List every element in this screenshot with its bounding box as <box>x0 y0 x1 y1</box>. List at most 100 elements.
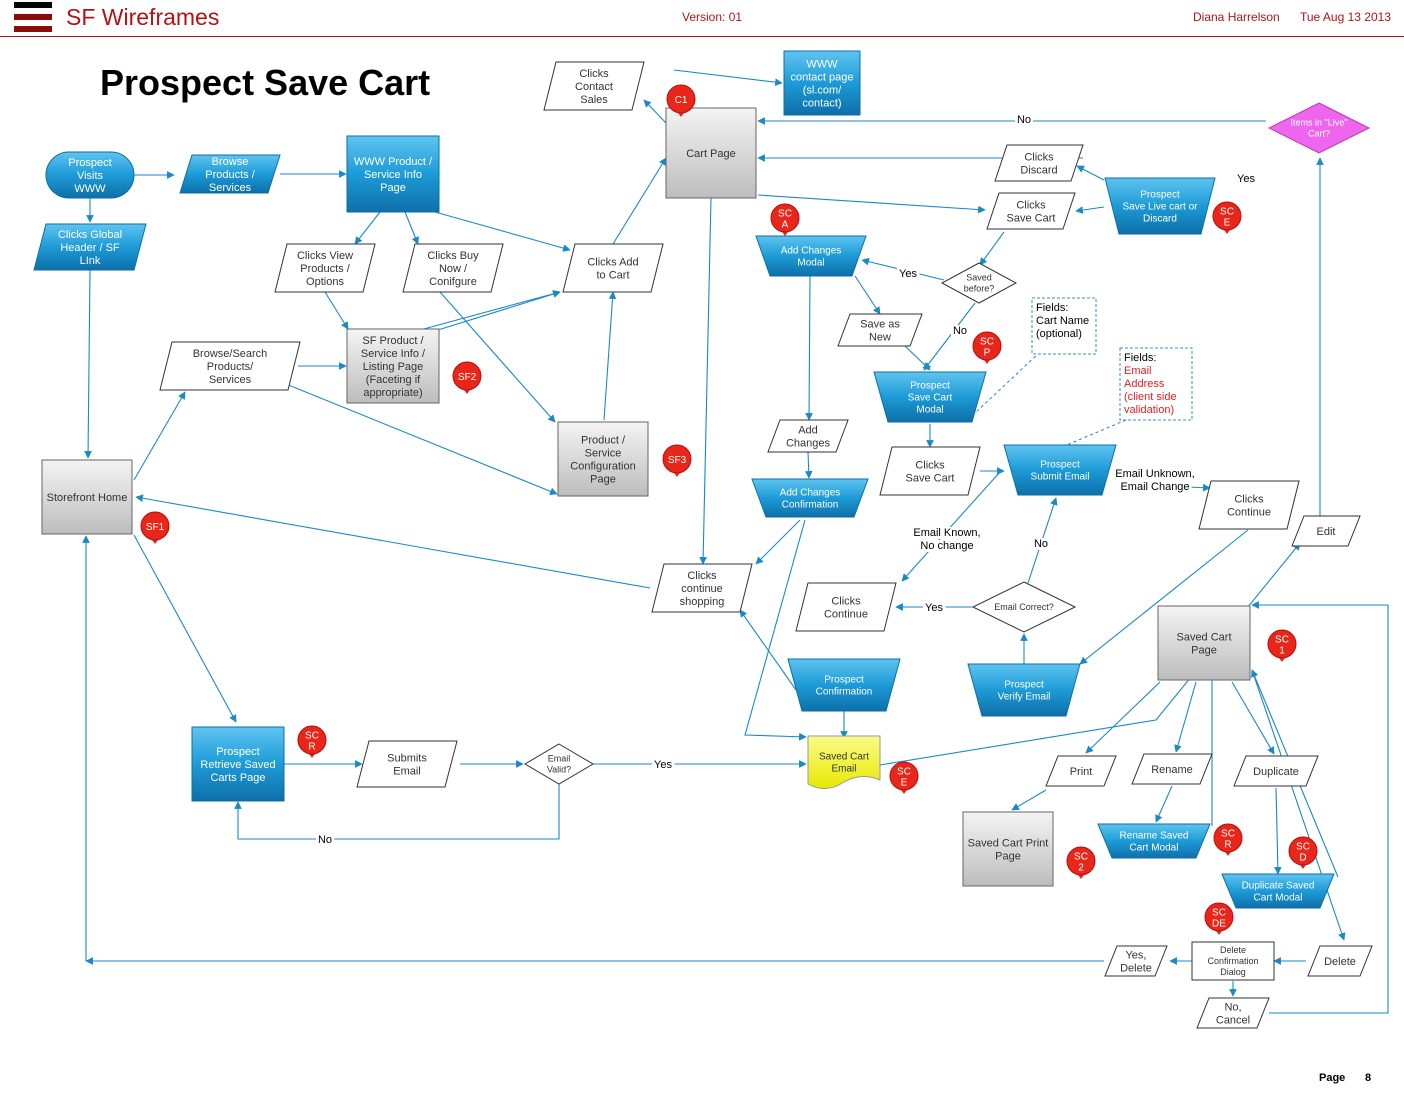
sf-product-listing-node: SF Product /Service Info /Listing Page(F… <box>346 328 440 404</box>
print-node: Print <box>1045 755 1117 787</box>
edge-label: No <box>318 834 332 846</box>
connector-line <box>805 275 813 421</box>
www-contact-page-label: contact) <box>802 97 841 109</box>
clicks-save-cart-mid-label: Save Cart <box>906 472 955 484</box>
version-label: Version: 01 <box>682 10 743 24</box>
connector-line <box>324 291 349 330</box>
badge-label: SC <box>1275 635 1289 646</box>
note-line: (optional) <box>1036 328 1082 340</box>
clicks-save-cart-mid-label: Clicks <box>915 459 945 471</box>
connector-line <box>1231 681 1275 755</box>
connector-line <box>135 494 651 589</box>
edge-label: Email Unknown, <box>1115 468 1194 480</box>
clicks-view-products-label: Clicks View <box>297 250 353 262</box>
www-product-page-label: Page <box>380 182 406 194</box>
prospect-visits-www-label: Prospect <box>68 157 111 169</box>
reference-badge: C1 <box>666 84 696 117</box>
prospect-save-live-cart-label: Discard <box>1143 214 1177 225</box>
edge-label-bg <box>315 834 335 846</box>
clicks-contact-sales-label: Sales <box>580 94 608 106</box>
reference-badge: SC1 <box>1267 629 1297 662</box>
prospect-save-cart-modal-label: Save Cart <box>908 393 953 404</box>
edge-label: Email Known, <box>913 527 980 539</box>
note-line: Fields: <box>1124 352 1156 364</box>
connector-line <box>643 99 667 124</box>
page-label: Page <box>1319 1072 1346 1084</box>
duplicate-modal-label: Cart Modal <box>1254 893 1303 904</box>
connector-line <box>1076 165 1105 181</box>
badge-label: SC <box>1220 207 1234 218</box>
connector-line <box>437 290 561 331</box>
rename-node: Rename <box>1131 753 1213 785</box>
menu-icon[interactable] <box>14 2 52 34</box>
submits-email-label: Submits <box>387 752 427 764</box>
badge-label: R <box>308 742 315 753</box>
badge-label: DE <box>1212 919 1226 930</box>
note-line: Address <box>1124 378 1165 390</box>
note-line: Fields: <box>1036 302 1068 314</box>
reference-badge: SCA <box>770 203 800 236</box>
note-leader <box>1061 419 1127 448</box>
connector-line <box>439 291 556 423</box>
reference-badge: SCR <box>297 725 327 758</box>
sf-product-listing-label: (Faceting if <box>366 374 421 386</box>
badge-label: SC <box>1212 908 1226 919</box>
connector-line <box>757 194 986 214</box>
connector-line <box>285 383 558 495</box>
badge-label: A <box>782 220 789 231</box>
badge-label: SC <box>1296 842 1310 853</box>
product-config-page-label: Service <box>585 447 622 459</box>
edge-label: Yes <box>899 268 917 280</box>
duplicate-modal-label: Duplicate Saved <box>1242 881 1315 892</box>
connector-line <box>1251 601 1389 1014</box>
sf-product-listing-label: appropriate) <box>363 387 422 399</box>
saved-cart-page-label: Page <box>1191 644 1217 656</box>
product-config-page-label: Product / <box>581 434 626 446</box>
reference-badge: SC2 <box>1066 846 1096 879</box>
connector-line <box>133 534 237 723</box>
browse-search-label: Services <box>209 374 252 386</box>
edge-label: No change <box>920 540 973 552</box>
yes-delete-label: Delete <box>1120 962 1152 974</box>
saved-before-label: Saved <box>966 273 992 283</box>
clicks-view-products-label: Products / <box>300 263 350 275</box>
add-changes-confirmation-label: Confirmation <box>782 500 839 511</box>
reference-badge: SCP <box>972 331 1002 364</box>
connector-line <box>1011 789 1047 811</box>
badge-label: SF1 <box>146 522 165 533</box>
badge-label: R <box>1224 840 1231 851</box>
delete-label: Delete <box>1324 956 1356 968</box>
badge-label: SF3 <box>668 455 687 466</box>
edge-label: No <box>1017 114 1031 126</box>
connector-line <box>1174 681 1197 753</box>
connector-line <box>234 784 560 840</box>
email-valid-label: Email <box>548 754 571 764</box>
badge-label: SC <box>305 731 319 742</box>
delete-confirmation-label: Confirmation <box>1207 956 1258 966</box>
edge-label-bg <box>1014 114 1034 126</box>
connector-line <box>854 275 881 315</box>
edge-label: No <box>1034 538 1048 550</box>
clicks-global-header-label: Clicks Global <box>58 229 122 241</box>
items-live-cart-label: Cart? <box>1308 129 1330 139</box>
add-changes-label: Changes <box>786 437 831 449</box>
connector-line <box>904 345 931 371</box>
edge-label-bg <box>1118 481 1192 493</box>
connector-line <box>755 519 801 565</box>
